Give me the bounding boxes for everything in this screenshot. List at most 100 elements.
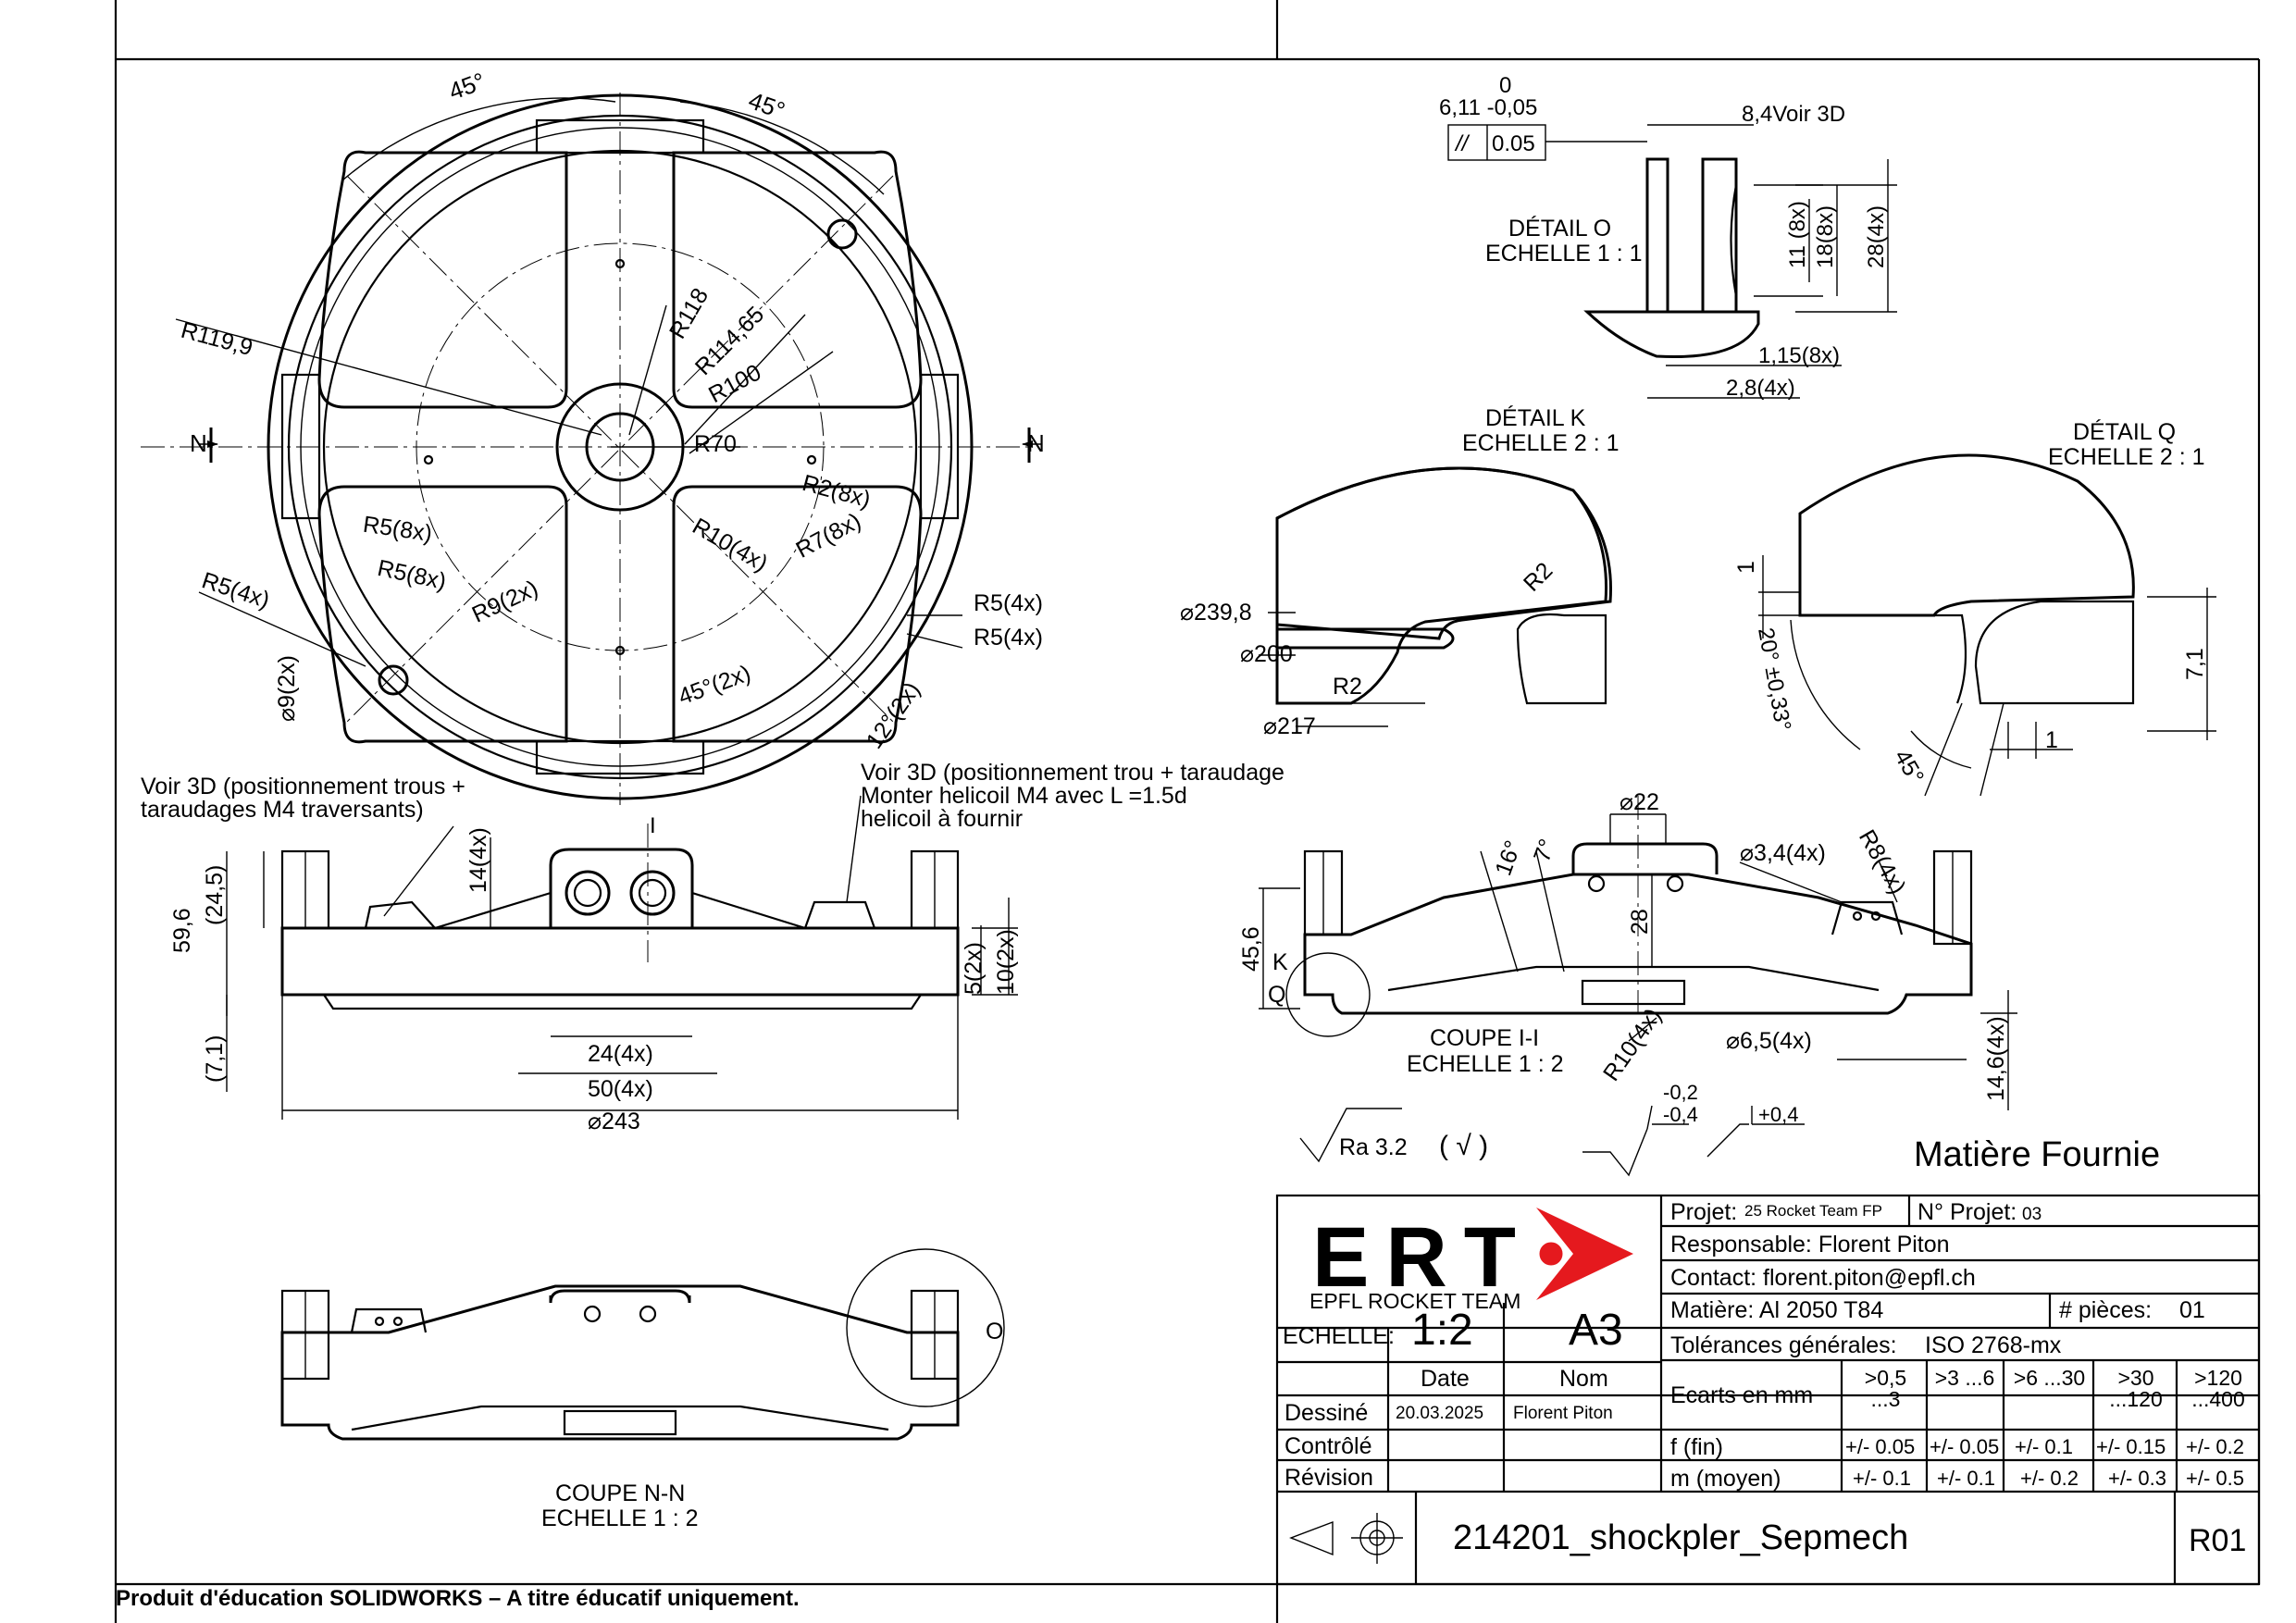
dim-r-outer: R119,9 [179, 317, 255, 361]
projet-label: Projet: [1670, 1199, 1738, 1225]
moyen-value-2: +/- 0.1 [1937, 1467, 1995, 1490]
dim-h59: 59,6 [169, 908, 195, 953]
section-ii-d34: ⌀3,4(4x) [1740, 840, 1826, 866]
logo-text: ERT [1312, 1210, 1533, 1305]
dim-a45: 45°(2x) [675, 660, 754, 710]
detail-o-d11: 11 (8x) [1785, 201, 1810, 268]
fin-value-2: +/- 0.05 [1930, 1435, 2000, 1458]
section-mark-n-left: N [190, 429, 207, 457]
range-5: >120 ...400 [2191, 1366, 2245, 1411]
matiere: Matière: Al 2050 T84 [1670, 1297, 1884, 1323]
side-view-dimensions: 59,6 (24,5) 14(4x) 5(2x) 10(2x) (7,1) 24… [169, 827, 1019, 1134]
detail-q-v1: 1 [1733, 561, 1759, 574]
dim-h7: (7,1) [202, 1035, 228, 1083]
dim-r-70: R70 [694, 431, 737, 457]
detail-o-tol-val: 6,11 -0,05 [1439, 95, 1537, 120]
surface-symbols: Ra 3.2 ( √ ) -0,2 -0,4 +0,4 [1299, 1081, 1805, 1177]
section-mark-i: I [650, 813, 656, 838]
detail-o: 0 6,11 -0,05 // 0.05 8,4Voir 3D DÉTAIL O… [1439, 73, 1897, 401]
section-ii-a16: 16° [1490, 837, 1526, 879]
section-ii-k: K [1272, 949, 1288, 975]
dim-angle-2: 45° [745, 86, 788, 125]
detail-k-d239: ⌀239,8 [1180, 600, 1252, 626]
detail-o-d28b: 2,8(4x) [1726, 376, 1795, 401]
moyen-value-5: +/- 0.5 [2186, 1467, 2244, 1490]
section-ii-scale: ECHELLE 1 : 2 [1407, 1051, 1564, 1077]
dim-r10: R10(4x) [688, 514, 772, 577]
dim-angle-1: 45° [445, 67, 489, 105]
tolerance-a-top: -0,2 [1663, 1081, 1698, 1104]
range-3: >6 ...30 [2013, 1366, 2086, 1390]
title-block: ERT EPFL ROCKET TEAM [1275, 1194, 2261, 1586]
dim-w24: 24(4x) [588, 1041, 653, 1067]
parallelism-symbol: // [1454, 131, 1471, 156]
section-nn-title: COUPE N-N [555, 1481, 685, 1506]
date-header: Date [1421, 1366, 1470, 1392]
detail-k: DÉTAIL K ECHELLE 2 : 1 ⌀239,8 ⌀200 R2 R2… [1180, 404, 1620, 739]
ecarts-label: Ecarts en mm [1670, 1382, 1814, 1408]
contact: Contact: florent.piton@epfl.ch [1670, 1265, 1976, 1291]
section-ii-r8: R8(4x) [1854, 825, 1911, 898]
roughness-value: Ra 3.2 [1339, 1134, 1408, 1160]
dim-d243: ⌀243 [588, 1109, 640, 1134]
detail-q-title: DÉTAIL Q [2073, 418, 2176, 445]
detail-q-v71: 7,1 [2182, 648, 2208, 680]
dim-d9: ⌀9(2x) [274, 655, 300, 722]
fin-value-5: +/- 0.2 [2186, 1435, 2244, 1458]
notes: Voir 3D (positionnement trous + taraudag… [141, 760, 1285, 917]
no-projet-label: N° Projet: [1917, 1199, 2017, 1225]
detail-k-d217: ⌀217 [1263, 713, 1316, 739]
row-revision: Révision [1285, 1465, 1373, 1491]
detail-q-angle: 20° ±0,33° [1753, 626, 1795, 732]
logo-sub: EPFL ROCKET TEAM [1309, 1289, 1520, 1313]
note-right-1: Voir 3D (positionnement trou + taraudage [861, 760, 1285, 786]
dim-r7: R7(8x) [792, 508, 865, 564]
projet-value: 25 Rocket Team FP [1744, 1202, 1882, 1220]
detail-q-scale: ECHELLE 2 : 1 [2048, 444, 2205, 470]
row-dessine: Dessiné [1285, 1400, 1369, 1426]
tolerance-b: +0,4 [1758, 1103, 1798, 1126]
detail-k-scale: ECHELLE 2 : 1 [1462, 430, 1620, 456]
nom-value: Florent Piton [1513, 1404, 1613, 1423]
roughness-paren: ( √ ) [1439, 1131, 1488, 1161]
revision: R01 [2189, 1523, 2247, 1558]
moyen-value-1: +/- 0.1 [1853, 1467, 1911, 1490]
dim-r5e: R5(4x) [974, 625, 1043, 650]
dim-r5d: R5(4x) [974, 590, 1043, 616]
parallelism-frame [1447, 124, 1546, 161]
section-ii-d65: ⌀6,5(4x) [1726, 1028, 1812, 1054]
detail-q-a45: 45° [1889, 745, 1929, 788]
fin-value-3: +/- 0.1 [2015, 1435, 2073, 1458]
parallelism-value: 0.05 [1492, 131, 1535, 156]
echelle-value: 1:2 [1411, 1306, 1473, 1355]
side-view: I [226, 813, 1018, 1120]
education-footer: Produit d'éducation SOLIDWORKS – A titre… [116, 1586, 800, 1611]
date-value: 20.03.2025 [1396, 1404, 1484, 1423]
dim-r5c: R5(4x) [199, 567, 273, 613]
range-2: >3 ...6 [1934, 1366, 1995, 1390]
detail-o-ref: 8,4Voir 3D [1742, 102, 1845, 127]
detail-k-r2b: R2 [1333, 674, 1362, 700]
dim-w50: 50(4x) [588, 1076, 653, 1102]
dim-a12: 12°(2x) [862, 677, 925, 753]
fin-value-1: +/- 0.05 [1845, 1435, 1916, 1458]
section-mark-n-right: N [1027, 429, 1045, 457]
dim-r9: R9(2x) [468, 576, 542, 628]
tolerances-label: Tolérances générales: [1670, 1332, 1897, 1358]
detail-k-title: DÉTAIL K [1485, 404, 1586, 431]
projection-symbol [1289, 1513, 1403, 1564]
section-ii: ⌀22 16° 7° ⌀3,4(4x) R8(4x) 45,6 28 K Q C… [1238, 789, 2017, 1110]
detail-k-d200: ⌀200 [1240, 641, 1293, 667]
detail-q-v1b: 1 [2045, 727, 2058, 753]
section-ii-r10: R10(4x) [1598, 1004, 1667, 1086]
detail-q: DÉTAIL Q ECHELLE 2 : 1 1 20° ±0,33° 45° … [1733, 418, 2216, 797]
section-nn-o: O [986, 1319, 1003, 1344]
dim-r5b: R5(8x) [375, 555, 448, 595]
section-nn: O COUPE N-N ECHELLE 1 : 2 [280, 1248, 1005, 1531]
dim-h5: 5(2x) [961, 942, 987, 995]
fin-value-4: +/- 0.15 [2096, 1435, 2166, 1458]
drawing-name: 214201_shockpler_Sepmech [1453, 1518, 1909, 1557]
responsable: Responsable: Florent Piton [1670, 1232, 1950, 1258]
detail-o-scale: ECHELLE 1 : 1 [1485, 241, 1643, 266]
